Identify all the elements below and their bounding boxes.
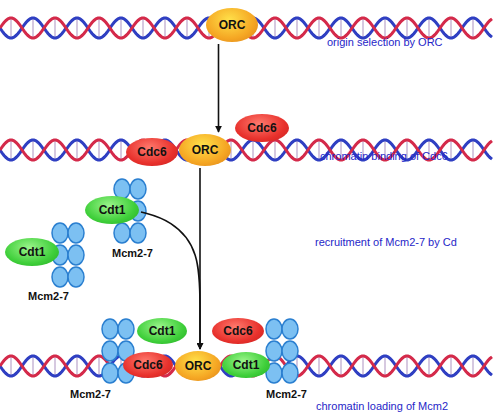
cdt1-protein: Cdt1	[5, 238, 59, 266]
complex-label: Mcm2-7	[112, 247, 153, 259]
cdc6-protein: Cdc6	[235, 114, 289, 142]
cdc6-protein: Cdc6	[126, 138, 178, 166]
protein-name: ORC	[219, 18, 246, 32]
flow-arrow	[218, 44, 220, 132]
protein-name: ORC	[185, 359, 212, 373]
cdc6-protein: Cdc6	[212, 318, 264, 344]
protein-name: Cdt1	[99, 203, 126, 217]
step-caption: chromatin loading of Mcm2	[316, 400, 448, 412]
cdt1-protein: Cdt1	[222, 352, 270, 378]
protein-name: Cdc6	[137, 145, 166, 159]
protein-name: Cdc6	[223, 324, 252, 338]
mcm-ring	[266, 319, 298, 383]
cdc6-protein: Cdc6	[123, 352, 173, 378]
protein-name: Cdc6	[133, 358, 162, 372]
protein-name: Cdt1	[19, 245, 46, 259]
step-caption: chromatin binding of Cdc6	[320, 150, 448, 162]
protein-name: Cdc6	[247, 121, 276, 135]
cdt1-protein: Cdt1	[137, 318, 187, 344]
dna-helix	[0, 18, 492, 376]
complex-label: Mcm2-7	[70, 388, 111, 400]
flow-arrow	[141, 212, 200, 349]
orc-complex: ORC	[179, 134, 231, 166]
protein-name: Cdt1	[149, 324, 176, 338]
cdt1-protein: Cdt1	[85, 196, 139, 224]
complex-label: Mcm2-7	[266, 388, 307, 400]
protein-name: ORC	[192, 143, 219, 157]
orc-complex: ORC	[206, 8, 258, 42]
orc-complex: ORC	[175, 351, 221, 381]
complex-label: Mcm2-7	[28, 290, 69, 302]
step-caption: origin selection by ORC	[327, 36, 443, 48]
step-caption: recruitment of Mcm2-7 by Cd	[315, 236, 457, 248]
protein-name: Cdt1	[233, 358, 260, 372]
